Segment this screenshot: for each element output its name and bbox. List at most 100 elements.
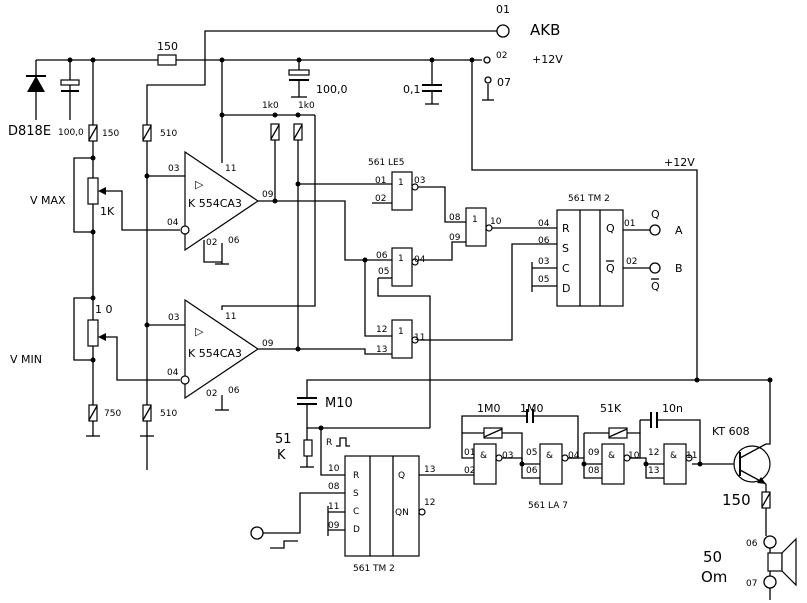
d818-label: D818E [8, 124, 51, 139]
pin: 10 [490, 217, 502, 227]
r1k0-b-label: 1k0 [298, 101, 315, 111]
terminal-speaker-06[interactable] [763, 535, 777, 549]
comp1-plus: ▷ [195, 178, 204, 191]
pin: 03 [414, 176, 425, 186]
le5-label: 561 LE5 [368, 158, 404, 168]
la7-label: 561 LA 7 [528, 501, 568, 511]
terminal-label-07: 07 [497, 76, 511, 89]
transistor-collector [739, 443, 767, 459]
ff2-s-wire [263, 492, 345, 534]
c10n-label: 10n [662, 402, 683, 415]
cap-100-plate [288, 69, 310, 76]
pot-1k[interactable] [87, 177, 99, 205]
nor-gate-1 [391, 171, 413, 211]
pin: 04 [167, 368, 179, 378]
pin: 02 [375, 194, 386, 204]
speaker-cone [781, 537, 797, 587]
la-a-to-b [502, 457, 540, 465]
terminal-akb[interactable] [496, 24, 510, 38]
pin: 10 [328, 464, 340, 474]
ff2-qn-bubble [418, 508, 426, 516]
pin: 07 [746, 579, 757, 589]
resistor-51k [303, 439, 313, 457]
gate-2-symbol: 1 [472, 215, 478, 225]
ff-c: C [562, 262, 570, 275]
r-pulse-label: R [326, 438, 332, 448]
pin: 13 [424, 465, 435, 475]
pin: 04 [538, 219, 550, 229]
pin: 13 [376, 345, 387, 355]
m10-label: M10 [325, 396, 353, 411]
pin: 11 [328, 502, 339, 512]
pulse-icon [336, 437, 350, 447]
pin: 05 [378, 267, 389, 277]
r1m0-b-label: 1M0 [520, 402, 544, 415]
tm2-top-label: 561 TM 2 [568, 194, 610, 204]
terminal-start[interactable] [250, 526, 264, 540]
res-hatch [88, 405, 98, 421]
terminal-12v[interactable] [483, 56, 491, 64]
r750-label: 750 [104, 409, 121, 419]
pin: 09 [328, 521, 340, 531]
ff2-c: C [353, 507, 359, 517]
vmax-wire [106, 190, 180, 231]
ff-qbar: Q [606, 262, 615, 275]
pin: 02 [464, 466, 475, 476]
terminal-label-02: 02 [496, 51, 507, 61]
g3-in2-wire [377, 278, 431, 428]
pin: 01 [464, 448, 475, 458]
comp2-label: K 554CA3 [188, 347, 242, 360]
pin: 03 [538, 257, 549, 267]
ohm50-label: 50 [703, 548, 722, 566]
junction [697, 461, 703, 467]
la-b-tie [521, 464, 540, 479]
terminal-speaker-07[interactable] [763, 575, 777, 589]
pin: 13 [648, 466, 659, 476]
pin: 05 [526, 448, 537, 458]
pin: 11 [686, 451, 697, 461]
vmax-label: V MAX [30, 194, 66, 207]
la-feedback-1b [502, 432, 523, 464]
res-hatch [293, 124, 303, 140]
nor-gate-3 [391, 247, 413, 287]
speaker-body [767, 552, 783, 572]
collector-wire [766, 380, 771, 445]
res-hatch [142, 405, 152, 421]
comp1-gnd [203, 240, 222, 263]
comparator-1 [184, 150, 260, 252]
gate-3-output-bubble [411, 258, 419, 266]
junction [90, 357, 96, 363]
pot-1k-wiper [98, 187, 106, 195]
r150-out-label: 150 [722, 491, 751, 509]
nand-gate-a [473, 443, 497, 485]
pot-10[interactable] [87, 319, 99, 347]
comp1-label: K 554CA3 [188, 197, 242, 210]
cap-left-plate [60, 79, 80, 86]
pin: 10 [628, 451, 640, 461]
flipflop-bottom [344, 455, 420, 557]
terminal-07[interactable] [484, 76, 492, 84]
cap10n-wire-2 [657, 419, 701, 464]
res-hatch [761, 492, 771, 508]
qbar-label: Q [651, 280, 660, 293]
pin: 09 [588, 448, 600, 458]
step-icon [270, 540, 298, 549]
out-a-label: A [675, 224, 683, 237]
pin: 06 [526, 466, 538, 476]
akb-label: AKB [530, 21, 560, 39]
pin: 08 [588, 466, 600, 476]
pin: 11 [414, 333, 425, 343]
r150-left-label: 150 [102, 129, 119, 139]
la-c-to-d [630, 457, 664, 465]
resistor-150-top [157, 54, 177, 66]
terminal-out-b[interactable] [649, 262, 661, 274]
pin: 06 [538, 236, 550, 246]
terminal-out-a[interactable] [649, 224, 661, 236]
pin: 12 [648, 448, 659, 458]
nand-gate-d [663, 443, 687, 485]
gate-c-symbol: & [608, 451, 615, 461]
pin: 12 [376, 325, 387, 335]
ff2-d: D [353, 525, 360, 535]
ff-r: R [562, 222, 570, 235]
transistor-kt608 [733, 445, 771, 483]
